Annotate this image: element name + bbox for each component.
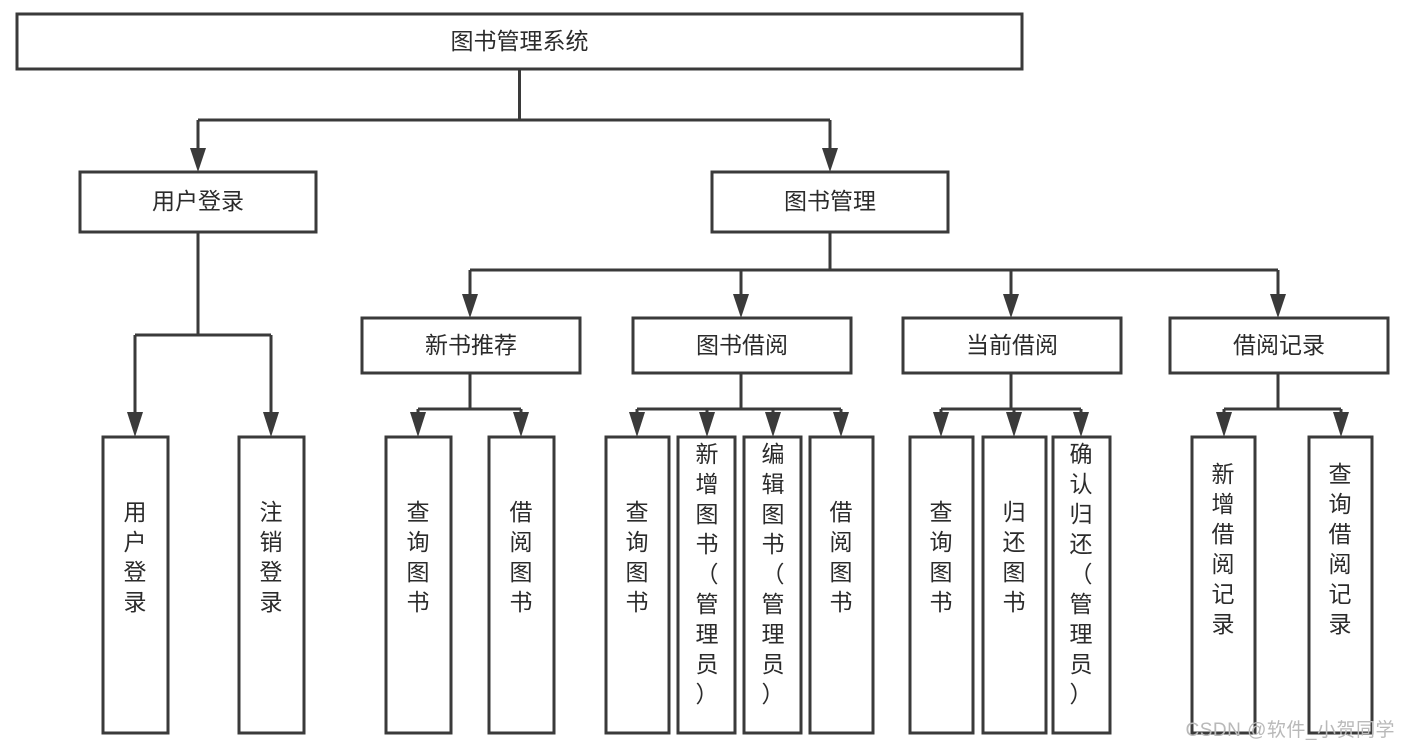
level3-layer: 新书推荐 图书借阅 当前借阅 借阅记录 [360,316,1390,375]
node-book-manage-label: 图书管理 [784,188,876,214]
node-leaf-edit-book-label: 编辑图书（管理员） [762,441,785,707]
node-leaf-confirm-return-label: 确认归还（管理员） [1070,441,1093,707]
csdn-watermark: CSDN @软件_小贺同学 [1185,720,1395,741]
arrow-head-leaf-query-book-borrow [629,412,645,437]
node-leaf-return-book-box[interactable] [981,435,1048,735]
arrow-head-leaf-borrow-book [833,412,849,437]
arrow-head-leaf-return-book [1006,412,1022,437]
node-borrow-record-box[interactable] [1168,316,1390,375]
node-leaf-add-record-label: 新增借阅记录 [1212,461,1235,637]
node-leaf-query-record[interactable]: 查询借阅记录 [1307,435,1374,735]
node-current-borrow[interactable]: 当前借阅 [901,316,1123,375]
arrow-head-new-book-rec [462,294,478,318]
node-leaf-borrow-book-rec[interactable]: 借阅图书 [487,435,556,735]
node-leaf-add-record[interactable]: 新增借阅记录 [1190,435,1257,735]
node-leaf-add-book[interactable]: 新增图书（管理员） [676,435,737,735]
node-leaf-user-logout[interactable]: 注销登录 [237,435,306,735]
node-leaf-borrow-book-label: 借阅图书 [830,499,853,615]
arrow-head-leaf-edit-book [765,412,781,437]
node-root[interactable]: 图书管理系统 [15,12,1024,71]
node-leaf-query-book-current-box[interactable] [908,435,975,735]
arrow-head-leaf-user-login [127,412,143,437]
node-leaf-query-book-rec-box[interactable] [384,435,453,735]
node-book-borrow-label: 图书借阅 [696,332,788,358]
node-current-borrow-box[interactable] [901,316,1123,375]
node-leaf-query-record-label: 查询借阅记录 [1329,461,1352,637]
connectors-layer [127,69,1349,437]
node-leaf-borrow-book-box[interactable] [808,435,875,735]
node-leaf-borrow-book[interactable]: 借阅图书 [808,435,875,735]
node-leaf-borrow-book-rec-box[interactable] [487,435,556,735]
arrow-head-leaf-add-book [699,412,715,437]
node-leaf-query-book-current[interactable]: 查询图书 [908,435,975,735]
level2-layer: 用户登录 图书管理 [78,170,950,234]
node-leaf-query-book-borrow-box[interactable] [604,435,671,735]
node-leaf-query-book-borrow-label: 查询图书 [626,499,649,615]
node-leaf-query-record-box[interactable] [1307,435,1374,735]
node-book-manage-box[interactable] [710,170,950,234]
node-book-borrow[interactable]: 图书借阅 [631,316,853,375]
node-borrow-record[interactable]: 借阅记录 [1168,316,1390,375]
node-leaf-user-logout-label: 注销登录 [260,499,283,615]
arrow-head-user-login [190,148,206,172]
node-leaf-return-book-label: 归还图书 [1003,499,1026,615]
node-user-login[interactable]: 用户登录 [78,170,318,234]
node-root-box[interactable] [15,12,1024,71]
node-leaf-query-book-current-label: 查询图书 [930,499,953,615]
arrow-head-leaf-borrow-book-rec [513,412,529,437]
node-root-label: 图书管理系统 [451,28,589,54]
node-leaf-user-login[interactable]: 用户登录 [101,435,170,735]
arrow-head-leaf-query-book-rec [410,412,426,437]
node-leaf-add-book-box[interactable] [676,435,737,735]
node-leaf-user-login-label: 用户登录 [124,499,147,615]
node-current-borrow-label: 当前借阅 [966,332,1058,358]
arrow-head-leaf-confirm-return [1073,412,1089,437]
node-leaf-return-book[interactable]: 归还图书 [981,435,1048,735]
arrow-head-book-manage [822,148,838,172]
leaf-layer: 用户登录 注销登录 查询图书 借阅图书 查询图书 新增图书（管理员） [101,435,1374,735]
node-leaf-query-book-borrow[interactable]: 查询图书 [604,435,671,735]
arrow-head-leaf-add-record [1216,412,1232,437]
arrow-head-borrow-record [1270,294,1286,318]
node-new-book-rec[interactable]: 新书推荐 [360,316,582,375]
node-book-borrow-box[interactable] [631,316,853,375]
arrow-head-book-borrow [733,294,749,318]
node-leaf-query-book-rec[interactable]: 查询图书 [384,435,453,735]
node-leaf-borrow-book-rec-label: 借阅图书 [510,499,533,615]
node-book-manage[interactable]: 图书管理 [710,170,950,234]
node-leaf-confirm-return-box[interactable] [1051,435,1112,735]
node-new-book-rec-box[interactable] [360,316,582,375]
node-leaf-edit-book[interactable]: 编辑图书（管理员） [742,435,803,735]
node-leaf-edit-book-box[interactable] [742,435,803,735]
node-leaf-add-record-box[interactable] [1190,435,1257,735]
node-new-book-rec-label: 新书推荐 [425,332,517,358]
node-leaf-query-book-rec-label: 查询图书 [407,499,430,615]
arrow-head-leaf-query-book-current [933,412,949,437]
node-user-login-box[interactable] [78,170,318,234]
node-borrow-record-label: 借阅记录 [1233,332,1325,358]
arrow-head-leaf-user-logout [263,412,279,437]
node-leaf-confirm-return[interactable]: 确认归还（管理员） [1051,435,1112,735]
node-leaf-user-logout-box[interactable] [237,435,306,735]
node-user-login-label: 用户登录 [152,188,244,214]
arrow-head-current-borrow [1003,294,1019,318]
node-leaf-user-login-box[interactable] [101,435,170,735]
node-leaf-add-book-label: 新增图书（管理员） [696,441,719,707]
arrow-head-leaf-query-record [1333,412,1349,437]
